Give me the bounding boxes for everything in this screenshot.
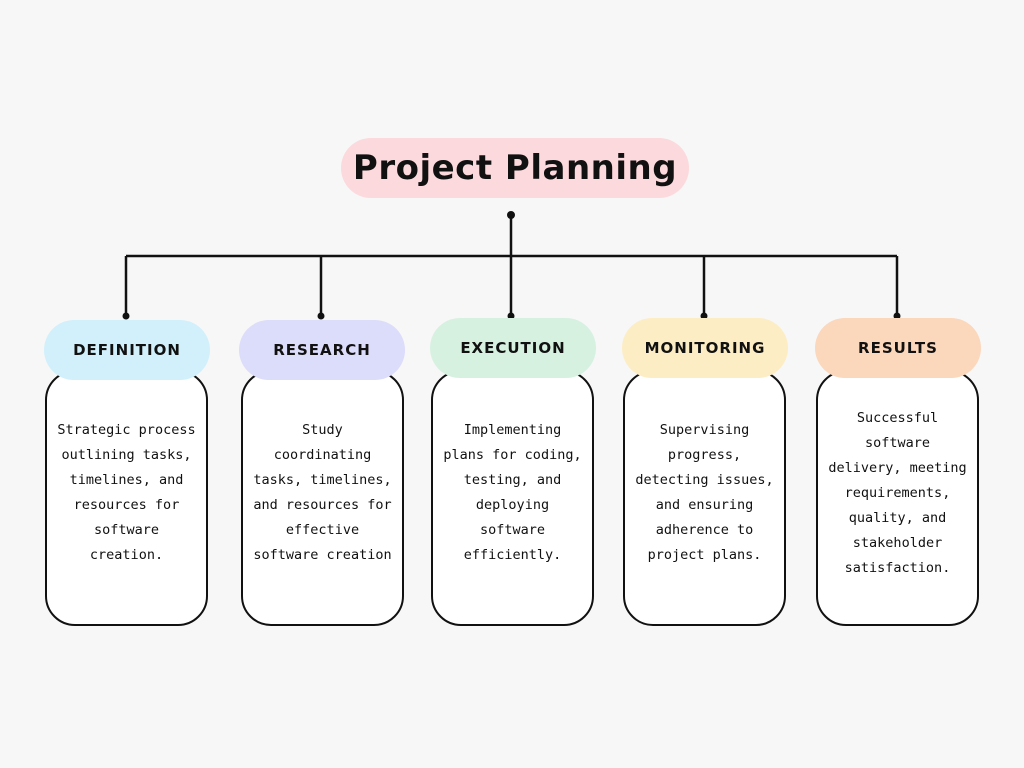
stage-description-execution: Implementing plans for coding, testing, … — [443, 422, 582, 563]
stage-header-execution: EXECUTION — [430, 318, 596, 378]
stage-description-research: Study coordinating tasks, timelines, and… — [253, 422, 392, 563]
stage-card-execution: Implementing plans for coding, testing, … — [431, 370, 594, 626]
branch-dot-execution — [507, 312, 515, 320]
stage-description-results: Successful software delivery, meeting re… — [828, 409, 967, 576]
stage-label-execution: EXECUTION — [460, 339, 566, 357]
branch-dot-monitoring — [700, 312, 708, 320]
stage-label-definition: DEFINITION — [73, 341, 181, 359]
stage-header-definition: DEFINITION — [44, 320, 210, 380]
stage-header-monitoring: MONITORING — [622, 318, 788, 378]
branch-dot-results — [893, 312, 901, 320]
diagram-title: Project Planning — [341, 138, 689, 198]
stage-card-monitoring: Supervising progress, detecting issues, … — [623, 370, 786, 626]
stage-description-monitoring: Supervising progress, detecting issues, … — [635, 422, 774, 563]
stage-header-research: RESEARCH — [239, 320, 405, 380]
branch-dot-research — [317, 312, 325, 320]
stage-label-research: RESEARCH — [273, 341, 371, 359]
stage-card-definition: Strategic process outlining tasks, timel… — [45, 370, 208, 626]
stage-label-monitoring: MONITORING — [644, 339, 766, 357]
stage-card-results: Successful software delivery, meeting re… — [816, 370, 979, 626]
branch-dot-definition — [122, 312, 130, 320]
stage-description-definition: Strategic process outlining tasks, timel… — [57, 422, 196, 563]
stage-label-results: RESULTS — [858, 339, 938, 357]
stage-header-results: RESULTS — [815, 318, 981, 378]
stage-card-research: Study coordinating tasks, timelines, and… — [241, 370, 404, 626]
